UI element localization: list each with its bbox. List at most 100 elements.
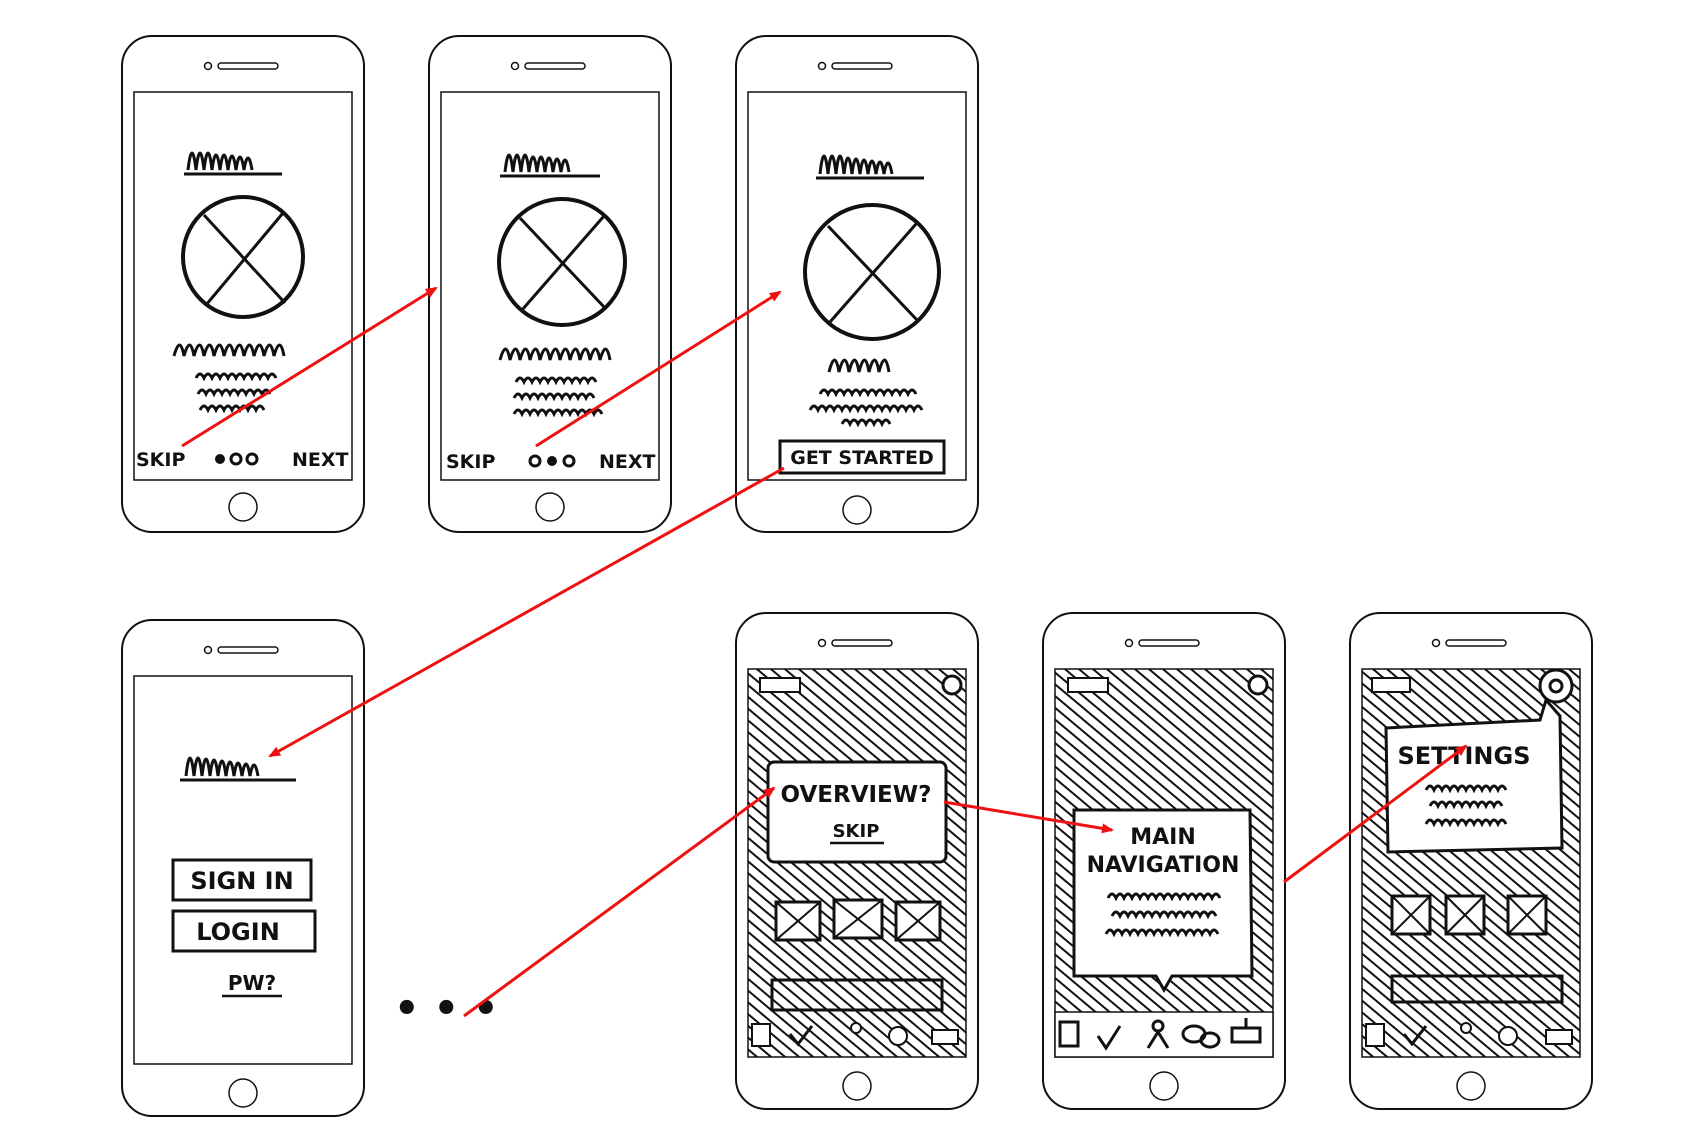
person-icon	[850, 1022, 862, 1034]
phone-onboarding-2: SKIP NEXT	[428, 35, 672, 533]
content-card	[770, 978, 944, 1012]
title-scribble	[186, 151, 254, 171]
arrow-get-started-to-login	[268, 466, 785, 758]
cart-icon	[1230, 1018, 1262, 1044]
phone-screen	[133, 91, 353, 481]
body-scribble	[194, 372, 278, 382]
tab-bar	[1054, 1011, 1274, 1058]
forgot-password-link[interactable]: PW?	[222, 971, 282, 998]
gear-icon	[1538, 668, 1574, 704]
phone-screen	[747, 91, 967, 481]
speaker-icon	[1445, 639, 1507, 647]
overview-skip-label: SKIP	[833, 821, 880, 842]
check-icon	[788, 1025, 814, 1047]
home-button-icon	[228, 1078, 258, 1108]
next-link[interactable]: NEXT	[292, 449, 349, 471]
sign-in-label: SIGN IN	[190, 867, 293, 895]
speaker-icon	[1138, 639, 1200, 647]
person-icon	[1460, 1022, 1472, 1034]
home-button-icon	[1149, 1071, 1179, 1101]
placeholder-image-icon	[181, 195, 305, 319]
overview-skip-link[interactable]: SKIP	[830, 821, 884, 845]
speaker-icon	[831, 639, 893, 647]
arrow-ellipsis-to-overview	[463, 786, 776, 1018]
camera-icon	[203, 61, 213, 71]
body-scribble	[818, 388, 918, 398]
camera-icon	[510, 61, 520, 71]
page-indicator	[528, 454, 576, 468]
title-scribble	[818, 154, 894, 175]
main-navigation-popup: MAIN NAVIGATION	[1072, 808, 1254, 994]
document-icon	[1365, 1023, 1385, 1047]
gear-icon	[941, 674, 963, 696]
login-button[interactable]: LOGIN	[171, 909, 317, 953]
skip-link[interactable]: SKIP	[136, 449, 185, 471]
home-button-icon	[1456, 1071, 1486, 1101]
main-navigation-title-line1: MAIN	[1130, 825, 1196, 850]
main-navigation-title-line2: NAVIGATION	[1087, 853, 1240, 878]
get-started-button[interactable]: GET STARTED	[778, 439, 946, 475]
arrow-onboarding-2-to-3	[535, 290, 782, 448]
skip-link[interactable]: SKIP	[446, 451, 495, 473]
check-icon	[1402, 1025, 1428, 1047]
person-icon	[1146, 1019, 1170, 1049]
logo-scribble	[184, 756, 260, 777]
document-icon	[751, 1023, 771, 1047]
heading-scribble	[498, 347, 612, 361]
app-logo	[1067, 677, 1109, 693]
tab-bar	[751, 1022, 959, 1047]
camera-icon	[1124, 638, 1134, 648]
page-indicator	[215, 452, 259, 466]
phone-tour-overview: OVERVIEW? SKIP	[735, 612, 979, 1110]
arrow-onboarding-1-to-2	[181, 286, 438, 448]
home-button-icon	[842, 1071, 872, 1101]
get-started-label: GET STARTED	[790, 447, 934, 469]
overview-popup: OVERVIEW? SKIP	[766, 760, 948, 864]
overview-title: OVERVIEW?	[781, 782, 932, 808]
chat-icon	[1498, 1026, 1518, 1046]
app-logo	[759, 677, 801, 693]
body-scribble	[514, 376, 598, 386]
login-label: LOGIN	[196, 918, 280, 946]
popup-body-scribble	[1424, 784, 1508, 794]
arrow-overview-to-navigation	[943, 800, 1114, 834]
chat-icon	[888, 1026, 908, 1046]
camera-icon	[1431, 638, 1441, 648]
camera-icon	[817, 61, 827, 71]
gear-icon	[1247, 674, 1269, 696]
phone-tour-main-navigation: MAIN NAVIGATION	[1042, 612, 1286, 1110]
phone-onboarding-1: SKIP NEXT	[121, 35, 365, 533]
tab-bar	[1365, 1022, 1573, 1047]
document-icon	[1058, 1020, 1080, 1048]
phone-login: SIGN IN LOGIN PW?	[121, 619, 365, 1117]
camera-icon	[817, 638, 827, 648]
popup-body-scribble	[1106, 892, 1222, 902]
placeholder-image-icon	[497, 197, 627, 327]
speaker-icon	[524, 62, 586, 70]
forgot-password-label: PW?	[228, 971, 276, 995]
heading-scribble	[172, 343, 286, 357]
speaker-icon	[217, 62, 279, 70]
arrow-navigation-to-settings	[1283, 744, 1468, 884]
content-card	[1390, 974, 1564, 1004]
title-scribble	[503, 153, 571, 173]
ellipsis: • • •	[394, 986, 499, 1032]
phone-screen	[133, 675, 353, 1065]
speaker-icon	[831, 62, 893, 70]
tile-grid	[1390, 894, 1548, 936]
phone-screen	[440, 91, 660, 481]
flow-arrows	[181, 286, 1468, 1018]
camera-icon	[203, 645, 213, 655]
next-link[interactable]: NEXT	[599, 451, 656, 473]
home-button-icon	[535, 492, 565, 522]
placeholder-image-icon	[803, 203, 941, 341]
phone-tour-settings: SETTINGS	[1349, 612, 1593, 1110]
home-button-icon	[842, 495, 872, 525]
cart-icon	[1545, 1029, 1573, 1045]
sign-in-button[interactable]: SIGN IN	[171, 858, 313, 902]
check-icon	[1096, 1025, 1122, 1051]
speaker-icon	[217, 646, 279, 654]
phone-onboarding-3: GET STARTED	[735, 35, 979, 533]
home-button-icon	[228, 492, 258, 522]
